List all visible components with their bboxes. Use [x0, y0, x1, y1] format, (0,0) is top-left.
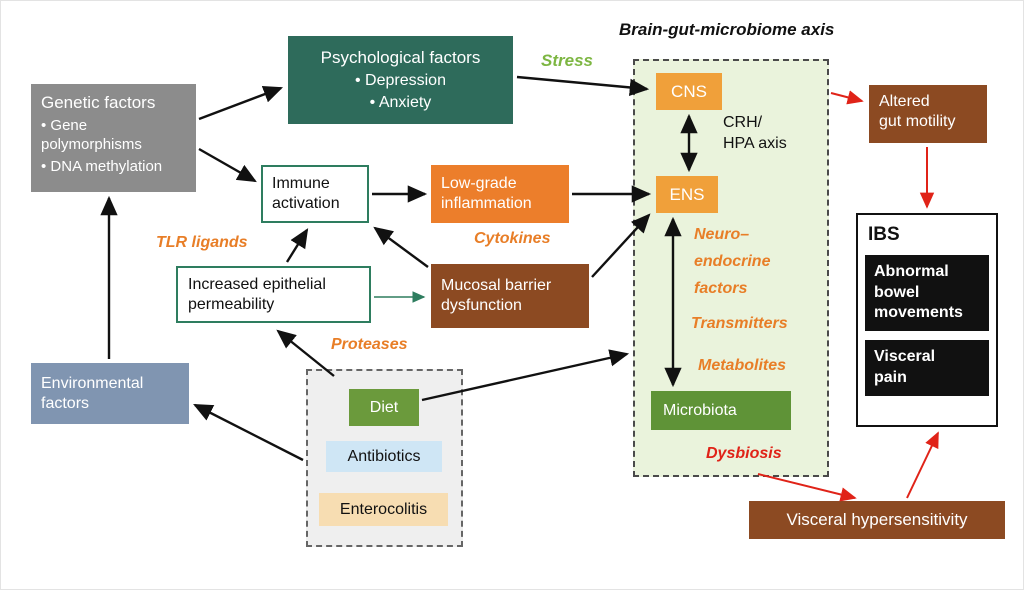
visceral-pain-box: Visceral pain — [865, 340, 989, 396]
enterocolitis-box: Enterocolitis — [319, 493, 448, 526]
crh-hpa-axis-label: CRH/ HPA axis — [723, 114, 787, 152]
genetic-factors-box: Genetic factors • Gene polymorphisms • D… — [31, 84, 196, 192]
ibs-box: IBS Abnormal bowel movements Visceral pa… — [856, 213, 998, 427]
ibs-title: IBS — [868, 224, 900, 245]
arrow-cns-to-altered-motility — [830, 90, 864, 105]
abnormal-bowel-movements-box: Abnormal bowel movements — [865, 254, 989, 332]
ens-box: ENS — [656, 176, 718, 213]
diagram-title: Brain-gut-microbiome axis — [619, 20, 835, 39]
cns-box: CNS — [656, 73, 722, 110]
microbiota-box: Microbiota — [651, 391, 791, 430]
low-grade-inflammation-box: Low-grade inflammation — [431, 165, 569, 223]
stress-label: Stress — [541, 51, 593, 70]
mucosal-barrier-dysfunction-box: Mucosal barrier dysfunction — [431, 264, 589, 328]
increased-epithelial-permeability-box: Increased epithelial permeability — [176, 266, 371, 323]
psychological-factors-item: • Anxiety — [369, 93, 432, 111]
environmental-factors-box: Environmental factors — [31, 363, 189, 424]
arrow-dysbiosis-to-visceral-hypersensitivity — [757, 473, 857, 502]
arrow-psychological-to-cns — [516, 75, 650, 97]
dysbiosis-label: Dysbiosis — [706, 445, 782, 462]
tlr-ligands-label: TLR ligands — [156, 234, 248, 251]
altered-gut-motility-box: Altered gut motility — [869, 85, 987, 143]
arrow-genetic-to-immune — [198, 147, 257, 183]
genetic-factors-item: • DNA methylation — [41, 157, 163, 175]
arrow-epithelial-to-immune — [285, 228, 309, 263]
metabolites-label: Metabolites — [698, 357, 787, 374]
arrow-visceral-hypersensitivity-to-ibs — [906, 431, 939, 499]
visceral-hypersensitivity-box: Visceral hypersensitivity — [749, 501, 1005, 539]
cytokines-label: Cytokines — [474, 230, 551, 247]
arrow-genetic-to-psychological — [198, 86, 284, 121]
neuroendocrine-factors-label: Neuro– endocrine factors — [694, 226, 771, 298]
arrow-dietgroup-to-environmental — [193, 403, 304, 462]
proteases-label: Proteases — [331, 336, 408, 353]
genetic-factors-title: Genetic factors — [41, 93, 156, 112]
antibiotics-box: Antibiotics — [326, 441, 442, 472]
psychological-factors-title: Psychological factors — [320, 47, 481, 67]
immune-activation-box: Immune activation — [261, 165, 369, 223]
arrow-mucosal-to-immune — [373, 226, 429, 268]
psychological-factors-box: Psychological factors • Depression • Anx… — [288, 36, 513, 124]
genetic-factors-item: • Gene polymorphisms — [41, 117, 142, 153]
transmitters-label: Transmitters — [691, 315, 788, 332]
diet-box: Diet — [349, 389, 419, 426]
psychological-factors-item: • Depression — [355, 72, 446, 90]
